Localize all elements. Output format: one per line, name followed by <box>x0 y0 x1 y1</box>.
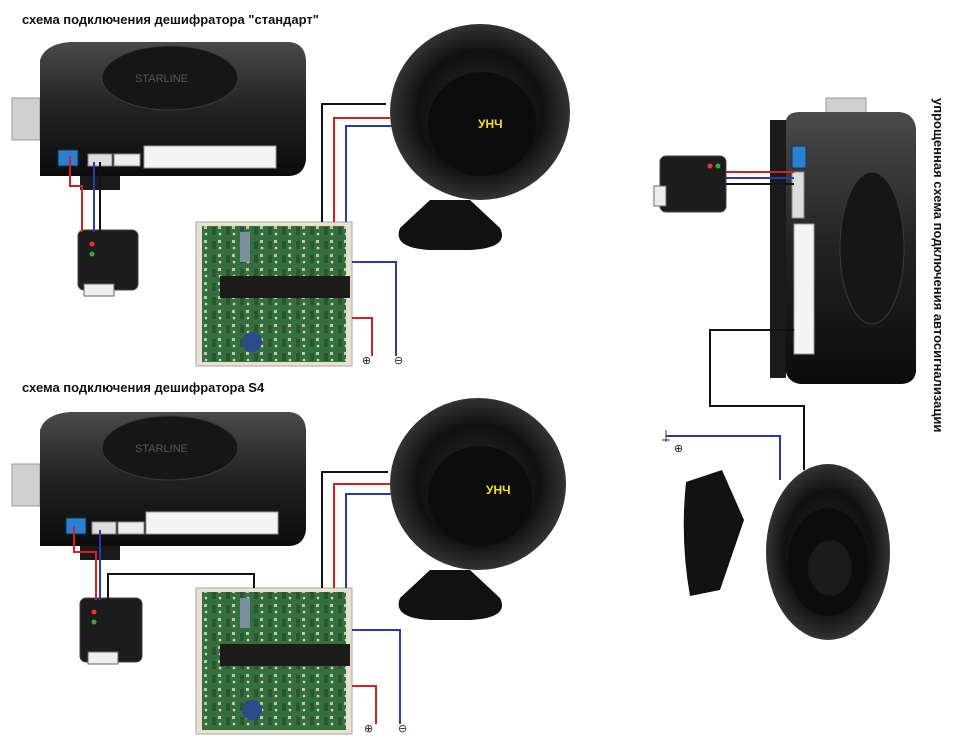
siren-3 <box>683 464 890 640</box>
ground-terminal: ⊕ <box>674 442 683 455</box>
alarm-unit-2: STARLINE <box>11 412 306 560</box>
svg-text:STARLINE: STARLINE <box>135 443 188 455</box>
minus-terminal-1: ⊖ <box>394 354 403 367</box>
caption-standard-scheme: схема подключения дешифратора "стандарт" <box>22 12 319 27</box>
decoder-module-3 <box>653 155 727 213</box>
simplified-scheme-group: ⊕ <box>653 97 916 640</box>
decoder-module-1 <box>77 229 139 297</box>
amp-label-2: УНЧ <box>486 483 511 497</box>
svg-text:STARLINE: STARLINE <box>135 73 188 85</box>
plus-terminal-2: ⊕ <box>364 722 373 735</box>
caption-s4-scheme: схема подключения дешифратора S4 <box>22 380 265 395</box>
decoder-module-2 <box>79 597 143 665</box>
pcb-board-2 <box>195 587 353 735</box>
alarm-unit-1: STARLINE <box>11 42 306 190</box>
alarm-unit-3 <box>770 97 916 384</box>
siren-2: УНЧ <box>390 398 566 620</box>
amp-label-1: УНЧ <box>478 117 503 131</box>
pcb-board-1 <box>195 221 353 367</box>
plus-terminal-1: ⊕ <box>362 354 371 367</box>
s4-scheme-group: STARLINE УНЧ <box>11 398 566 735</box>
standard-scheme-group: STARLINE УНЧ <box>11 24 570 367</box>
minus-terminal-2: ⊖ <box>398 722 407 735</box>
siren-1: УНЧ <box>390 24 570 250</box>
